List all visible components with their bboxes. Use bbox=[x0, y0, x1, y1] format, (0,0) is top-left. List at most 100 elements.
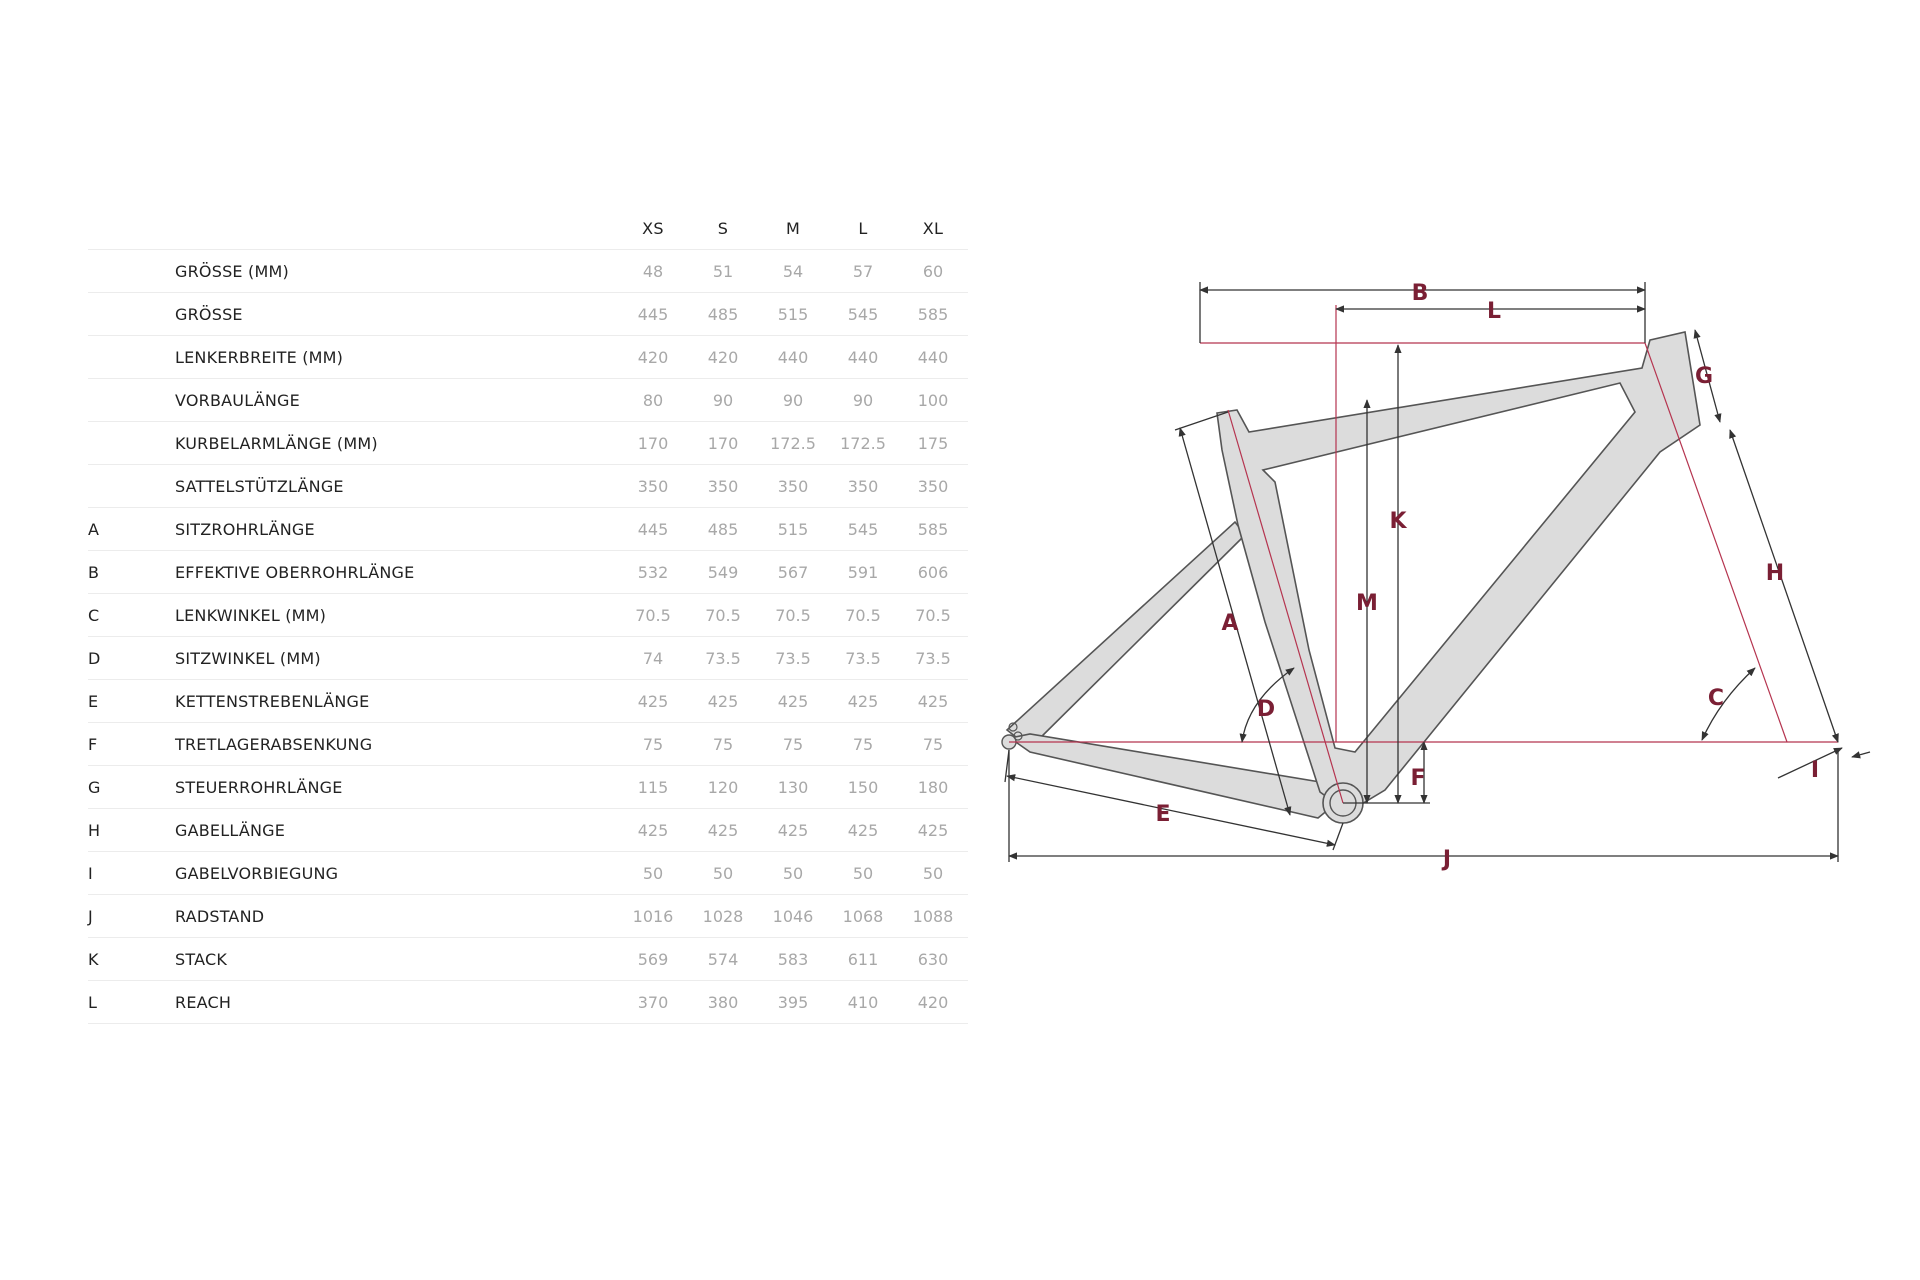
row-name: SITZROHRLÄNGE bbox=[175, 519, 315, 539]
value-l: 172.5 bbox=[840, 433, 886, 453]
row-name: RADSTAND bbox=[175, 906, 265, 926]
label-m: M bbox=[1356, 591, 1378, 616]
value-m: 567 bbox=[777, 562, 809, 582]
value-m: 90 bbox=[782, 390, 804, 410]
value-xs: 569 bbox=[637, 949, 669, 969]
row-name: STACK bbox=[175, 949, 228, 969]
value-m: 440 bbox=[777, 347, 809, 367]
value-s: 485 bbox=[707, 304, 739, 324]
value-xs: 425 bbox=[637, 691, 669, 711]
value-xs: 80 bbox=[642, 390, 664, 410]
label-d: D bbox=[1257, 697, 1275, 722]
value-s: 70.5 bbox=[705, 605, 741, 625]
value-m: 425 bbox=[777, 691, 809, 711]
row-letter: A bbox=[88, 519, 99, 539]
dimension-lines bbox=[1004, 282, 1871, 862]
row-name: LENKWINKEL (MM) bbox=[175, 605, 327, 625]
value-s: 485 bbox=[707, 519, 739, 539]
size-header-xl: XL bbox=[922, 218, 944, 238]
dim-h-line bbox=[1729, 429, 1839, 743]
value-xl: 50 bbox=[922, 863, 944, 883]
value-s: 90 bbox=[712, 390, 734, 410]
value-l: 57 bbox=[852, 261, 874, 281]
chain-stay bbox=[1008, 733, 1342, 819]
value-xs: 70.5 bbox=[635, 605, 671, 625]
value-m: 70.5 bbox=[775, 605, 811, 625]
value-xl: 630 bbox=[917, 949, 949, 969]
dim-e-tick-left bbox=[1004, 749, 1010, 783]
value-xl: 1088 bbox=[912, 906, 954, 926]
value-m: 130 bbox=[777, 777, 809, 797]
dim-d-arc bbox=[1239, 667, 1295, 743]
value-s: 549 bbox=[707, 562, 739, 582]
steering-axis-line bbox=[1644, 342, 1788, 743]
row-letter: J bbox=[88, 906, 93, 926]
value-m: 54 bbox=[782, 261, 804, 281]
dropout-bolt-2 bbox=[1013, 731, 1023, 741]
value-l: 440 bbox=[847, 347, 879, 367]
value-m: 50 bbox=[782, 863, 804, 883]
dim-c-arc bbox=[1701, 667, 1756, 741]
value-xs: 350 bbox=[637, 476, 669, 496]
value-xl: 75 bbox=[922, 734, 944, 754]
row-letter: L bbox=[88, 992, 97, 1012]
main-triangle bbox=[1216, 331, 1701, 811]
value-s: 1028 bbox=[702, 906, 744, 926]
row-letter: I bbox=[88, 863, 93, 883]
row-name: EFFEKTIVE OBERROHRLÄNGE bbox=[175, 562, 415, 582]
label-j: J bbox=[1441, 847, 1451, 872]
value-xl: 350 bbox=[917, 476, 949, 496]
row-name: KETTENSTREBENLÄNGE bbox=[175, 691, 370, 711]
value-xl: 180 bbox=[917, 777, 949, 797]
size-header-l: L bbox=[858, 218, 868, 238]
row-letter: K bbox=[88, 949, 99, 969]
value-xs: 370 bbox=[637, 992, 669, 1012]
value-xl: 70.5 bbox=[915, 605, 951, 625]
value-xs: 425 bbox=[637, 820, 669, 840]
value-l: 410 bbox=[847, 992, 879, 1012]
label-i: I bbox=[1811, 758, 1819, 783]
value-s: 120 bbox=[707, 777, 739, 797]
seat-axis-line bbox=[1227, 409, 1344, 804]
row-name: GRÖSSE bbox=[175, 304, 243, 324]
row-name: REACH bbox=[175, 992, 232, 1012]
value-s: 350 bbox=[707, 476, 739, 496]
value-m: 515 bbox=[777, 519, 809, 539]
value-l: 545 bbox=[847, 519, 879, 539]
value-s: 574 bbox=[707, 949, 739, 969]
row-name: GABELVORBIEGUNG bbox=[175, 863, 339, 883]
row-name: LENKERBREITE (MM) bbox=[175, 347, 344, 367]
value-m: 172.5 bbox=[770, 433, 816, 453]
header-name-blank bbox=[175, 207, 618, 250]
value-s: 51 bbox=[712, 261, 734, 281]
value-l: 1068 bbox=[842, 906, 884, 926]
label-e: E bbox=[1155, 802, 1170, 827]
row-letter bbox=[88, 422, 175, 465]
seat-stay bbox=[1005, 520, 1247, 750]
value-l: 425 bbox=[847, 820, 879, 840]
value-xl: 425 bbox=[917, 691, 949, 711]
value-m: 350 bbox=[777, 476, 809, 496]
value-s: 170 bbox=[707, 433, 739, 453]
row-name: SATTELSTÜTZLÄNGE bbox=[175, 476, 344, 496]
row-name: STEUERROHRLÄNGE bbox=[175, 777, 343, 797]
value-l: 75 bbox=[852, 734, 874, 754]
value-xl: 73.5 bbox=[915, 648, 951, 668]
size-header-s: S bbox=[717, 218, 729, 238]
value-l: 545 bbox=[847, 304, 879, 324]
value-s: 50 bbox=[712, 863, 734, 883]
size-header-m: M bbox=[785, 218, 801, 238]
value-xs: 48 bbox=[642, 261, 664, 281]
value-l: 150 bbox=[847, 777, 879, 797]
row-name: GRÖSSE (MM) bbox=[175, 261, 289, 281]
